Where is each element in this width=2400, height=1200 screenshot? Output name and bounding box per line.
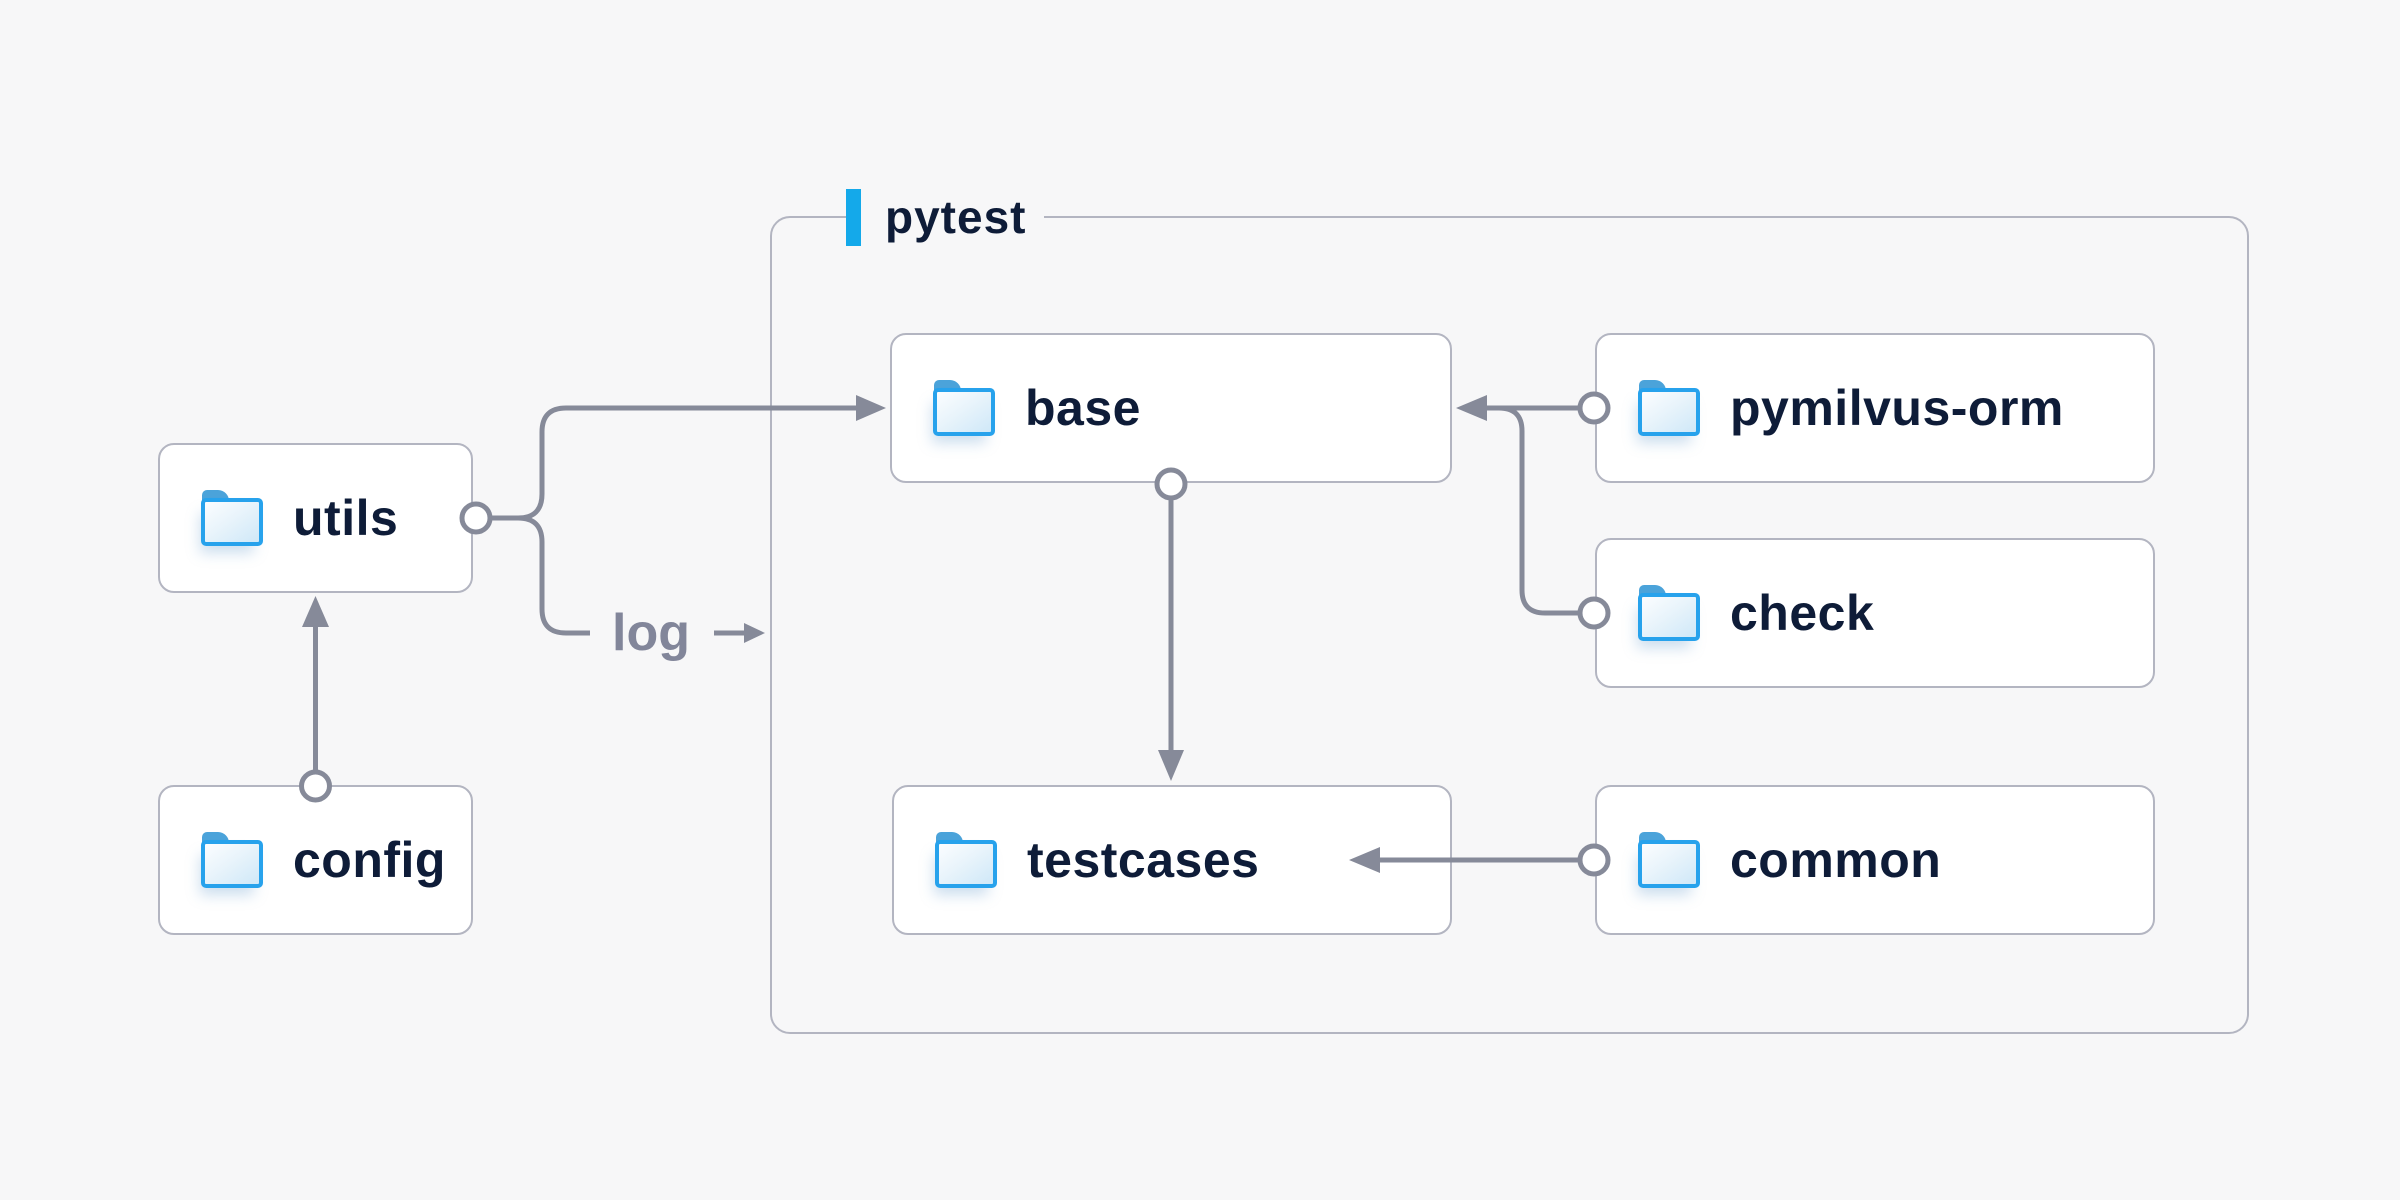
node-label: check <box>1730 585 1875 641</box>
node-label: utils <box>293 490 399 546</box>
node-label: testcases <box>1027 832 1260 888</box>
folder-icon <box>1638 380 1700 436</box>
node-base: base <box>890 333 1452 483</box>
group-label-text: pytest <box>885 191 1027 243</box>
node-label: base <box>1025 380 1141 436</box>
pytest-group-label: pytest <box>846 186 1045 248</box>
node-testcases: testcases <box>892 785 1452 935</box>
node-check: check <box>1595 538 2155 688</box>
folder-icon <box>933 380 995 436</box>
edge-config-utils <box>299 596 332 803</box>
node-pymilvus-orm: pymilvus-orm <box>1595 333 2155 483</box>
node-label: pymilvus-orm <box>1730 380 2064 436</box>
label-accent-bar <box>846 188 861 246</box>
edge-label-log: log <box>612 604 690 662</box>
folder-icon <box>1638 832 1700 888</box>
folder-icon <box>201 490 263 546</box>
folder-icon <box>1638 585 1700 641</box>
node-common: common <box>1595 785 2155 935</box>
pytest-group-container <box>770 216 2249 1034</box>
folder-icon <box>935 832 997 888</box>
node-utils: utils <box>158 443 473 593</box>
node-label: common <box>1730 832 1942 888</box>
node-label: config <box>293 832 446 888</box>
folder-icon <box>201 832 263 888</box>
node-config: config <box>158 785 473 935</box>
